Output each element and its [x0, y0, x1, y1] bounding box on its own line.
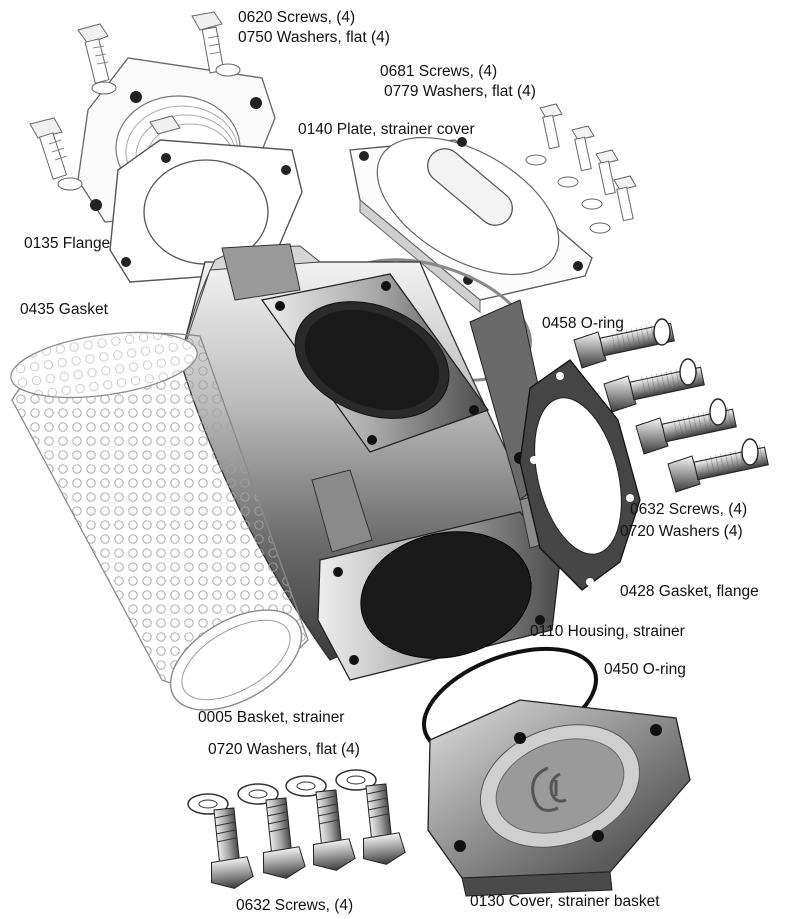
label-screws-0632-right: 0632 Screws, (4): [630, 501, 748, 518]
label-plate-strainer-cover: 0140 Plate, strainer cover: [298, 121, 475, 138]
label-basket-strainer: 0005 Basket, strainer: [198, 709, 345, 726]
cover-strainer-basket-0130: [427, 699, 691, 897]
label-washers-0779: 0779 Washers, flat (4): [384, 83, 536, 100]
screws-0632-right: [573, 318, 769, 493]
label-gasket-flange-0428: 0428 Gasket, flange: [620, 583, 759, 600]
gasket-flange-0428: [519, 359, 641, 591]
label-o-ring-0458: 0458 O-ring: [542, 315, 624, 332]
label-flange-0135: 0135 Flange: [24, 235, 111, 252]
label-screws-0632-bottom: 0632 Screws, (4): [236, 897, 354, 914]
label-screws-0681: 0681 Screws, (4): [380, 63, 498, 80]
label-washers-0720-right: 0720 Washers (4): [620, 523, 743, 540]
screws-0620: [29, 11, 241, 191]
label-washers-0720-bottom: 0720 Washers, flat (4): [208, 741, 360, 758]
label-washers-0750: 0750 Washers, flat (4): [238, 29, 390, 46]
screws-0632-bottom: [210, 783, 406, 889]
label-screws-0620: 0620 Screws, (4): [238, 9, 356, 26]
manufacturer-logo-icon: [531, 766, 567, 812]
label-cover-strainer-basket: 0130 Cover, strainer basket: [470, 893, 660, 910]
label-housing-strainer: 0110 Housing, strainer: [530, 623, 685, 640]
basket-strainer-0005: [10, 331, 309, 711]
screws-0681: [525, 103, 637, 234]
label-o-ring-0450: 0450 O-ring: [604, 661, 686, 678]
plate-strainer-cover-0140: [349, 136, 593, 314]
washers-0720-bottom: [187, 769, 377, 815]
label-gasket-0435: 0435 Gasket: [20, 301, 108, 318]
